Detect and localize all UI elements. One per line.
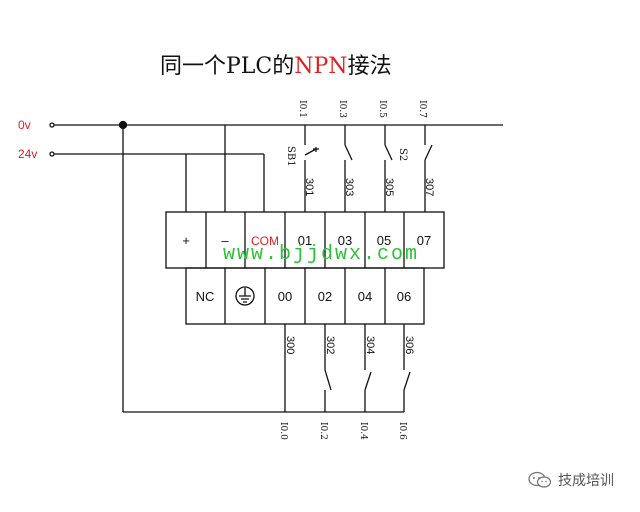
switch-sb1: [304, 125, 317, 212]
terminal-com: COM: [251, 234, 279, 248]
terminal-02: 02: [318, 289, 332, 304]
switch-label-sb1: SB1: [285, 146, 296, 167]
wire-number-306: 306: [403, 336, 415, 354]
switch-303: [344, 125, 353, 212]
input-label-i04: I0.4: [358, 422, 368, 440]
input-label-i00: I0.0: [278, 422, 288, 440]
twenty-four-volt-label: 24v: [18, 147, 37, 161]
wire-number-304: 304: [364, 336, 376, 354]
switch-302: [324, 324, 332, 412]
terminal-03: 03: [338, 233, 352, 248]
input-label-i02: I0.2: [318, 422, 328, 440]
wechat-icon: [528, 471, 552, 488]
input-label-i01: I0.1: [297, 100, 307, 118]
input-label-i06: I0.6: [397, 422, 407, 440]
input-label-i05: I0.5: [377, 100, 387, 118]
wire-number-302: 302: [324, 336, 336, 354]
terminal-plus: +: [182, 233, 190, 248]
brand-name: 技成培训: [558, 473, 614, 489]
input-label-i03: I0.3: [337, 100, 347, 118]
terminal-01: 01: [298, 233, 312, 248]
terminal-04: 04: [358, 289, 372, 304]
terminal-05: 05: [377, 233, 391, 248]
wire-number-300: 300: [284, 336, 296, 354]
ground-icon: [235, 286, 255, 306]
wire-number-307: 307: [423, 178, 435, 196]
terminal-07: 07: [417, 233, 431, 248]
wire-number-305: 305: [383, 178, 395, 196]
wire-number-301: 301: [303, 178, 315, 196]
switch-304: [364, 324, 372, 412]
terminal-nc: NC: [196, 289, 215, 304]
terminal-06: 06: [397, 289, 411, 304]
diagram-title: 同一个PLC的NPN接法: [160, 54, 392, 79]
terminal-minus: –: [221, 233, 229, 248]
wire-number-303: 303: [343, 178, 355, 196]
switch-s2: [384, 125, 393, 212]
switch-307: [424, 125, 433, 212]
switch-label-s2: S2: [397, 148, 408, 161]
switch-306: [403, 324, 411, 412]
input-label-i07: I0.7: [417, 100, 427, 118]
terminal-00: 00: [278, 289, 292, 304]
brand-footer: 技成培训: [528, 470, 614, 490]
watermark-url: www.bjjdwx.com: [223, 243, 420, 266]
zero-volt-label: 0v: [18, 118, 31, 132]
